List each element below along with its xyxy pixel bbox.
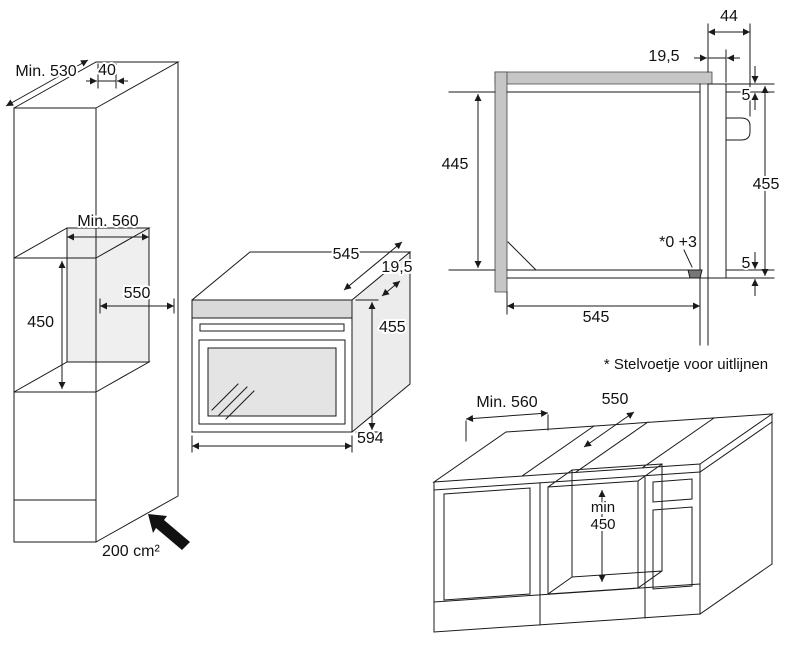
dim-section-overhang-ext — [707, 49, 727, 83]
dim-base-height-value: 450 — [590, 516, 615, 533]
section-oven-handle — [725, 117, 751, 141]
dim-top-clearance-label: 5 — [742, 87, 751, 104]
oven-side-face — [352, 252, 410, 432]
section-oven-front-panel — [707, 83, 727, 279]
dim-oven-overhang — [381, 280, 401, 297]
base-cabinet-lines — [432, 413, 774, 633]
dim-bottom-clearance-label: 5 — [742, 255, 751, 272]
niche-cross-section-view: 44 19,5 5 445 455 *0 +3 5 545 * Stelvoet… — [440, 6, 782, 375]
dim-inner-height-label: 445 — [442, 156, 469, 173]
dim-niche-width-label: Min. 560 — [77, 213, 138, 230]
dim-oven-depth — [343, 241, 403, 291]
dim-oven-depth-label: 545 — [333, 246, 360, 263]
tall-cabinet-lines — [13, 61, 180, 543]
tall-cabinet-view: Min. 530 40 Min. 560 550 450 200 cm² — [5, 59, 190, 562]
dim-base-width-ext — [465, 414, 549, 442]
dim-base-depth — [583, 411, 635, 448]
dim-cabinet-depth — [5, 59, 89, 107]
ventilation-arrow-icon — [148, 514, 190, 550]
dim-top-gap-ext — [97, 63, 117, 89]
dim-cabinet-depth-label: Min. 530 — [15, 63, 76, 80]
dim-oven-height-label: 455 — [379, 319, 406, 336]
leveling-adjustment-label: *0 +3 — [659, 234, 697, 251]
dim-top-gap-label: 40 — [98, 62, 116, 79]
dim-niche-depth-label: 550 — [124, 285, 151, 302]
dim-front-height-label: 455 — [753, 176, 780, 193]
dim-base-depth-label: 550 — [602, 391, 629, 408]
base-cabinet-view: Min. 560 550 min 450 — [432, 389, 774, 633]
dim-section-overhang-label: 19,5 — [648, 48, 679, 65]
dim-oven-width-label: 594 — [357, 430, 384, 447]
oven-control-panel — [192, 300, 352, 318]
dim-handle-clearance-label: 44 — [720, 8, 738, 25]
niche-back-wall — [67, 228, 149, 362]
oven-lines — [191, 251, 412, 433]
dim-oven-height-ext — [355, 299, 379, 433]
dim-oven-width-ext — [191, 435, 353, 453]
dim-niche-height-label: 450 — [27, 314, 54, 331]
dim-base-width-label: Min. 560 — [476, 394, 537, 411]
section-top-panel — [494, 71, 713, 85]
dim-base-height-prefix: min — [591, 499, 615, 516]
oven-door-glass — [208, 348, 336, 416]
dim-inner-depth-label: 545 — [583, 309, 610, 326]
section-back-panel — [494, 71, 508, 293]
oven-view: 545 19,5 455 594 — [191, 241, 415, 453]
leveling-footnote: * Stelvoetje voor uitlijnen — [604, 356, 768, 373]
leveling-foot — [687, 269, 703, 279]
dim-oven-overhang-label: 19,5 — [381, 259, 412, 276]
dim-inner-height-ext — [448, 91, 496, 271]
ventilation-area-label: 200 cm² — [102, 543, 160, 560]
dim-base-width — [465, 410, 549, 422]
